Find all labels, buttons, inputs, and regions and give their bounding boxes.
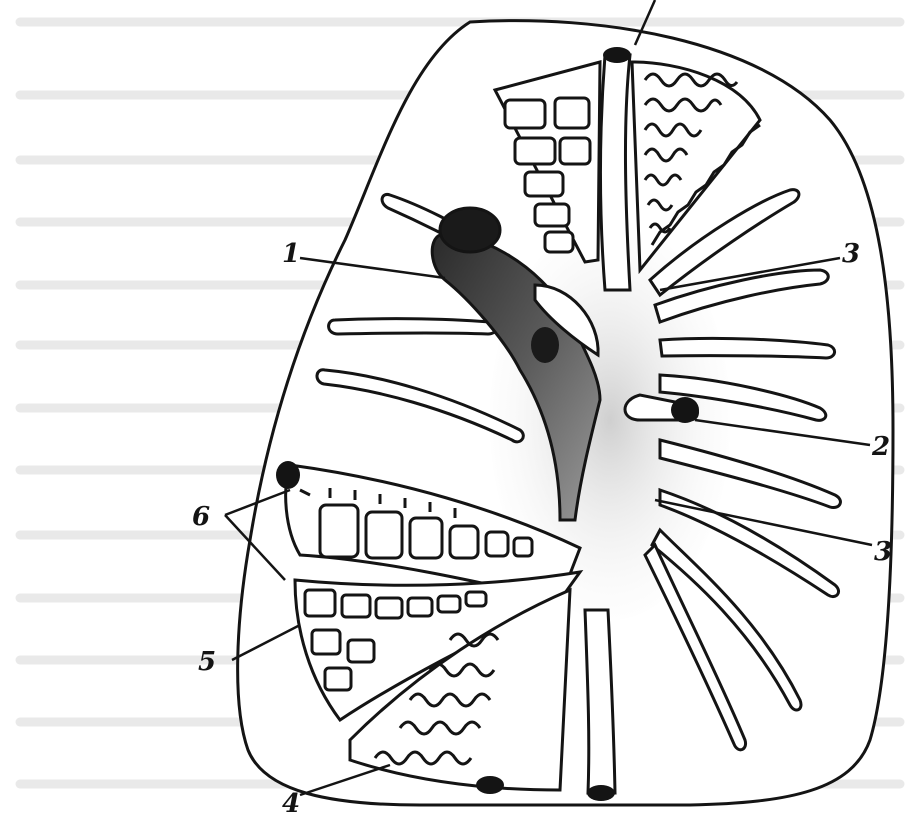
label-1: 1: [282, 239, 300, 269]
label-5: 5: [198, 647, 216, 677]
upper-duct: [600, 55, 630, 290]
label-3-top: 3: [842, 239, 860, 269]
label-3-bottom: 3: [874, 537, 892, 567]
upper-duct-end: [603, 47, 631, 63]
lower-left-duct-end: [276, 461, 300, 489]
lower-lobule-duct-end: [476, 776, 504, 794]
vessel-cross-section: [671, 397, 699, 423]
label-2: 2: [871, 432, 890, 462]
lower-duct-end: [587, 785, 615, 801]
lower-duct: [585, 610, 615, 793]
label-6: 6: [192, 502, 210, 532]
label-4: 4: [282, 789, 300, 819]
